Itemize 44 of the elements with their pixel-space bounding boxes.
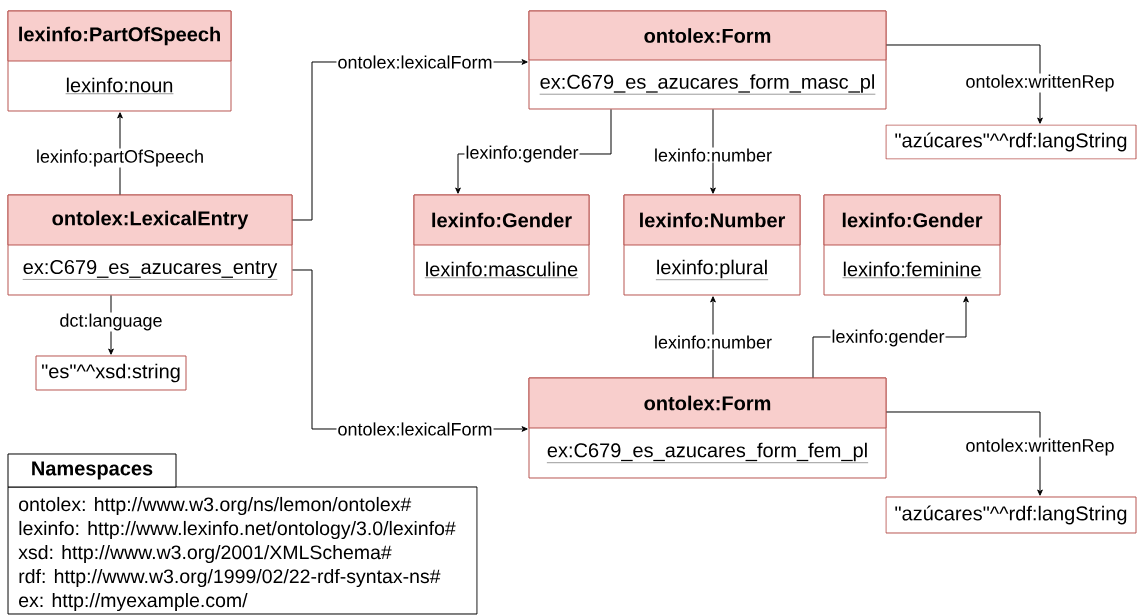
class-name: lexinfo:PartOfSpeech: [19, 26, 220, 46]
class-box: [7, 10, 232, 112]
class-box: [528, 377, 887, 479]
edge-label: dct:language: [58, 312, 164, 332]
edge-label: ontolex:writtenRep: [964, 73, 1116, 93]
panel-title: Namespaces: [32, 461, 153, 480]
edge-label: lexinfo:gender: [830, 328, 946, 348]
class-box: [623, 194, 801, 296]
edge-label: lexinfo:number: [653, 334, 774, 350]
arrow: [886, 44, 1043, 124]
edge-label: ontolex:lexicalForm: [336, 54, 494, 70]
instance-name: ex:C679_es_azucares_form_masc_pl: [539, 74, 876, 95]
arrow: [710, 109, 716, 194]
instance-name: ex:C679_es_azucares_entry: [22, 259, 278, 280]
edge-label: lexinfo:number: [653, 147, 774, 163]
class-name: lexinfo:Gender: [842, 212, 983, 228]
class-name: lexinfo:Gender: [432, 212, 572, 228]
instance-name: lexinfo:masculine: [424, 261, 579, 278]
class-name: ontolex:LexicalEntry: [52, 210, 249, 230]
namespace-line: rdf: http://www.w3.org/1999/02/22-rdf-syntax-ns#: [19, 568, 441, 588]
class-box: [7, 194, 293, 296]
edge-label: ontolex:lexicalForm: [336, 421, 494, 437]
class-box: [413, 194, 590, 296]
namespace-line: ex: http://myexample.com/: [19, 592, 248, 612]
instance-name: lexinfo:plural: [655, 259, 769, 280]
arrow: [886, 411, 1043, 496]
edge-label: lexinfo:gender: [464, 144, 580, 164]
literal-box: "es"^^xsd:string: [35, 355, 187, 391]
namespace-line: lexinfo: http://www.lexinfo.net/ontology/3.0/lexinfo#: [19, 520, 456, 540]
class-name: ontolex:Form: [644, 28, 771, 43]
edge-label: lexinfo:partOfSpeech: [34, 148, 206, 168]
class-box: [823, 194, 1001, 296]
namespace-line: xsd: http://www.w3.org/2001/XMLSchema#: [18, 544, 392, 564]
literal-box: "azúcares"^^rdf:langString: [885, 496, 1137, 534]
edge-label: ontolex:writtenRep: [964, 437, 1116, 457]
namespaces-panel: [7, 453, 478, 615]
class-name: ontolex:Form: [644, 395, 771, 411]
namespace-line: ontolex: http://www.w3.org/ns/lemon/ontolex#: [19, 496, 412, 516]
instance-name: lexinfo:feminine: [842, 261, 982, 278]
instance-name: lexinfo:noun: [65, 77, 174, 94]
literal-box: "azúcares"^^rdf:langString: [885, 124, 1137, 160]
class-box: [528, 10, 887, 110]
instance-name: ex:C679_es_azucares_form_fem_pl: [546, 442, 869, 463]
class-name: lexinfo:Number: [640, 212, 786, 228]
